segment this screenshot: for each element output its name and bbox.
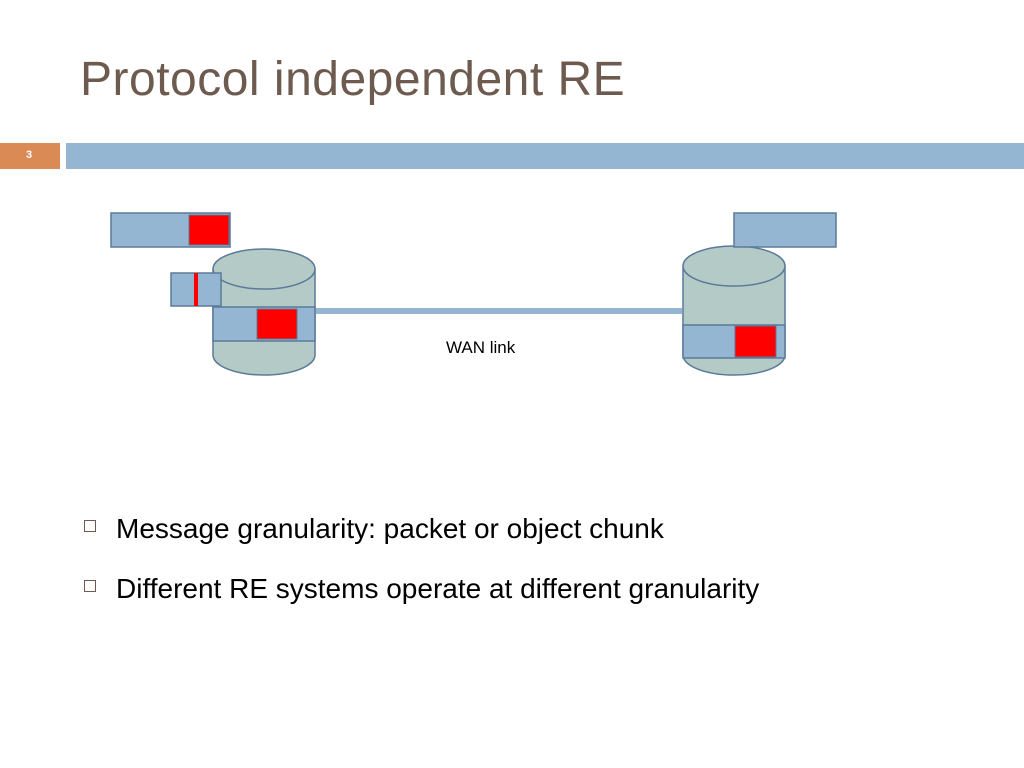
encoded-reference-marker	[194, 273, 198, 306]
left-cache-stored-block	[212, 306, 316, 342]
encoded-small-block	[170, 272, 222, 307]
bullet-text: Message granularity: packet or object ch…	[116, 513, 664, 544]
reconstructed-message-block	[733, 212, 837, 248]
bullet-list: Message granularity: packet or object ch…	[84, 506, 984, 626]
page-number-badge: 3	[0, 143, 60, 169]
incoming-message-block	[110, 212, 231, 248]
wan-link-label: WAN link	[446, 338, 516, 357]
bullet-square-icon	[84, 580, 96, 592]
bullet-item: Message granularity: packet or object ch…	[84, 506, 984, 552]
bullet-text: Different RE systems operate at differen…	[116, 573, 760, 604]
title-underline-bar	[66, 143, 1024, 169]
right-cache-stored-block	[682, 324, 786, 359]
right-cache-redundant-chunk	[734, 325, 777, 358]
incoming-redundant-chunk	[188, 214, 230, 246]
bullet-item: Different RE systems operate at differen…	[84, 566, 984, 612]
page-number: 3	[26, 149, 33, 161]
left-cache-redundant-chunk	[256, 308, 298, 340]
slide-title: Protocol independent RE	[80, 53, 626, 106]
bullet-square-icon	[84, 520, 96, 532]
